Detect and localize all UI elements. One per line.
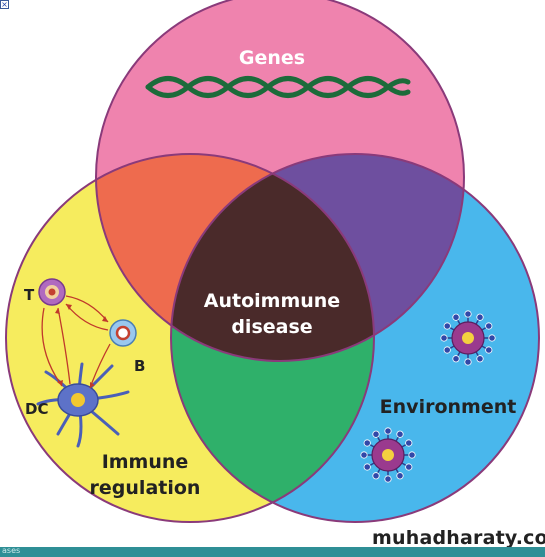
virus-icon-2	[360, 427, 416, 483]
virus-spike-tip	[372, 430, 380, 438]
virus-spike-tip	[443, 346, 451, 354]
bottom-bar-text: ases	[2, 546, 21, 555]
virus-spike-tip	[485, 346, 493, 354]
virus-spike-tip	[440, 334, 448, 342]
immune-circle-outline	[5, 153, 375, 523]
virus-spike-tip	[452, 313, 460, 321]
t-cell-label: T	[24, 286, 35, 304]
virus-core	[382, 449, 394, 461]
center-label-line2: disease	[231, 316, 312, 338]
virus-spike-tip	[396, 430, 404, 438]
dna-helix-icon	[145, 76, 411, 98]
t-cell-icon	[38, 278, 66, 306]
genes-label: Genes	[239, 47, 305, 69]
b-cell-icon	[109, 319, 137, 347]
immune-label-line2: regulation	[90, 477, 201, 499]
virus-spike-tip	[443, 322, 451, 330]
virus-icon-1	[440, 310, 496, 366]
virus-spike-tip	[396, 472, 404, 480]
center-label-line1: Autoimmune	[204, 290, 340, 312]
virus-spike-tip	[360, 451, 368, 459]
virus-spike-tip	[384, 475, 392, 483]
dc-label: DC	[25, 400, 48, 418]
virus-spike-tip	[384, 427, 392, 435]
virus-spike-tip	[485, 322, 493, 330]
virus-spike-tip	[452, 355, 460, 363]
virus-core	[462, 332, 474, 344]
bottom-taskbar: ases	[0, 546, 545, 557]
b-cell-label: B	[134, 357, 145, 375]
virus-spike-tip	[408, 451, 416, 459]
virus-spike-tip	[405, 463, 413, 471]
watermark: muhadharaty.com	[372, 527, 545, 549]
environment-circle-outline	[170, 153, 540, 523]
close-icon[interactable]: ×	[0, 0, 9, 9]
virus-spike-tip	[372, 472, 380, 480]
arrow-heads	[55, 304, 108, 388]
virus-spike-tip	[476, 313, 484, 321]
virus-spike-tip	[464, 358, 472, 366]
environment-label: Environment	[380, 396, 517, 418]
virus-spike-tip	[363, 463, 371, 471]
virus-spike-tip	[476, 355, 484, 363]
virus-spike-tip	[488, 334, 496, 342]
center-overlap	[171, 154, 374, 361]
dendritic-cell-icon	[36, 362, 130, 448]
virus-spike-tip	[405, 439, 413, 447]
genes-circle-outline	[95, 0, 465, 362]
virus-spike-tip	[464, 310, 472, 318]
virus-spike-tip	[363, 439, 371, 447]
immune-label-line1: Immune	[102, 451, 189, 473]
